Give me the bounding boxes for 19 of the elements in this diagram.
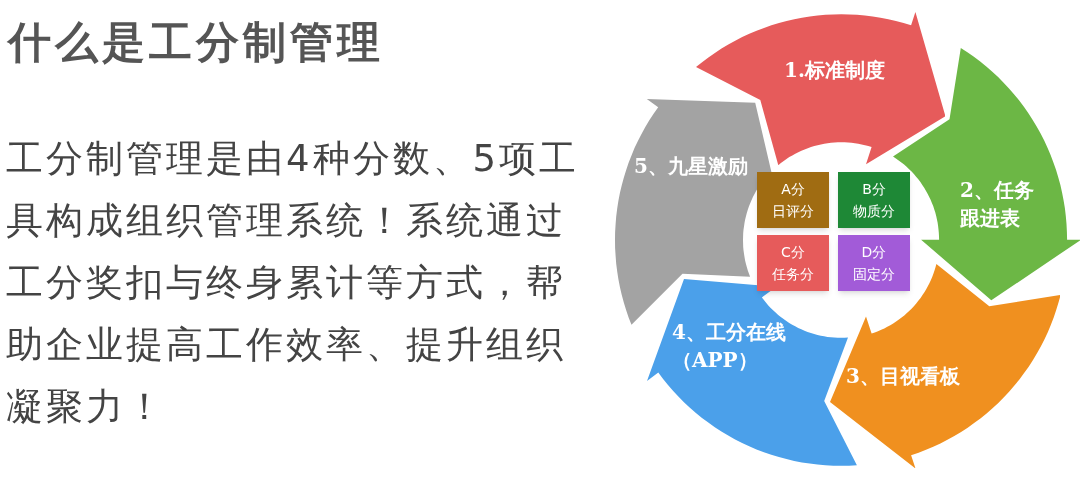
- score-box: [838, 172, 910, 228]
- score-label: 物质分: [853, 202, 895, 221]
- score-box: [757, 235, 829, 291]
- score-label: A分: [781, 180, 805, 199]
- score-box: [757, 172, 829, 228]
- score-label: D分: [861, 243, 887, 262]
- score-label: B分: [862, 180, 886, 199]
- score-label: 日评分: [772, 202, 814, 221]
- description-paragraph: 工分制管理是由4种分数、5项工具构成组织管理系统！系统通过工分奖扣与终身累计等方式，帮助企业提高工作效率、提升组织凝聚力！: [6, 136, 581, 430]
- score-label: 固定分: [853, 265, 895, 284]
- score-label: C分: [781, 243, 805, 262]
- arrow-label: 4、工分在线（APP）: [672, 319, 787, 374]
- arrow-label: 5、九星激励: [634, 153, 749, 180]
- arrow-label: 3、目视看板: [846, 363, 961, 390]
- title: 什么是工分制管理: [8, 16, 384, 69]
- score-box: [838, 235, 910, 291]
- arrow-label: 1.标准制度: [784, 57, 886, 84]
- score-label: 任务分: [772, 265, 814, 284]
- arrow-label: 2、任务跟进表: [960, 177, 1035, 232]
